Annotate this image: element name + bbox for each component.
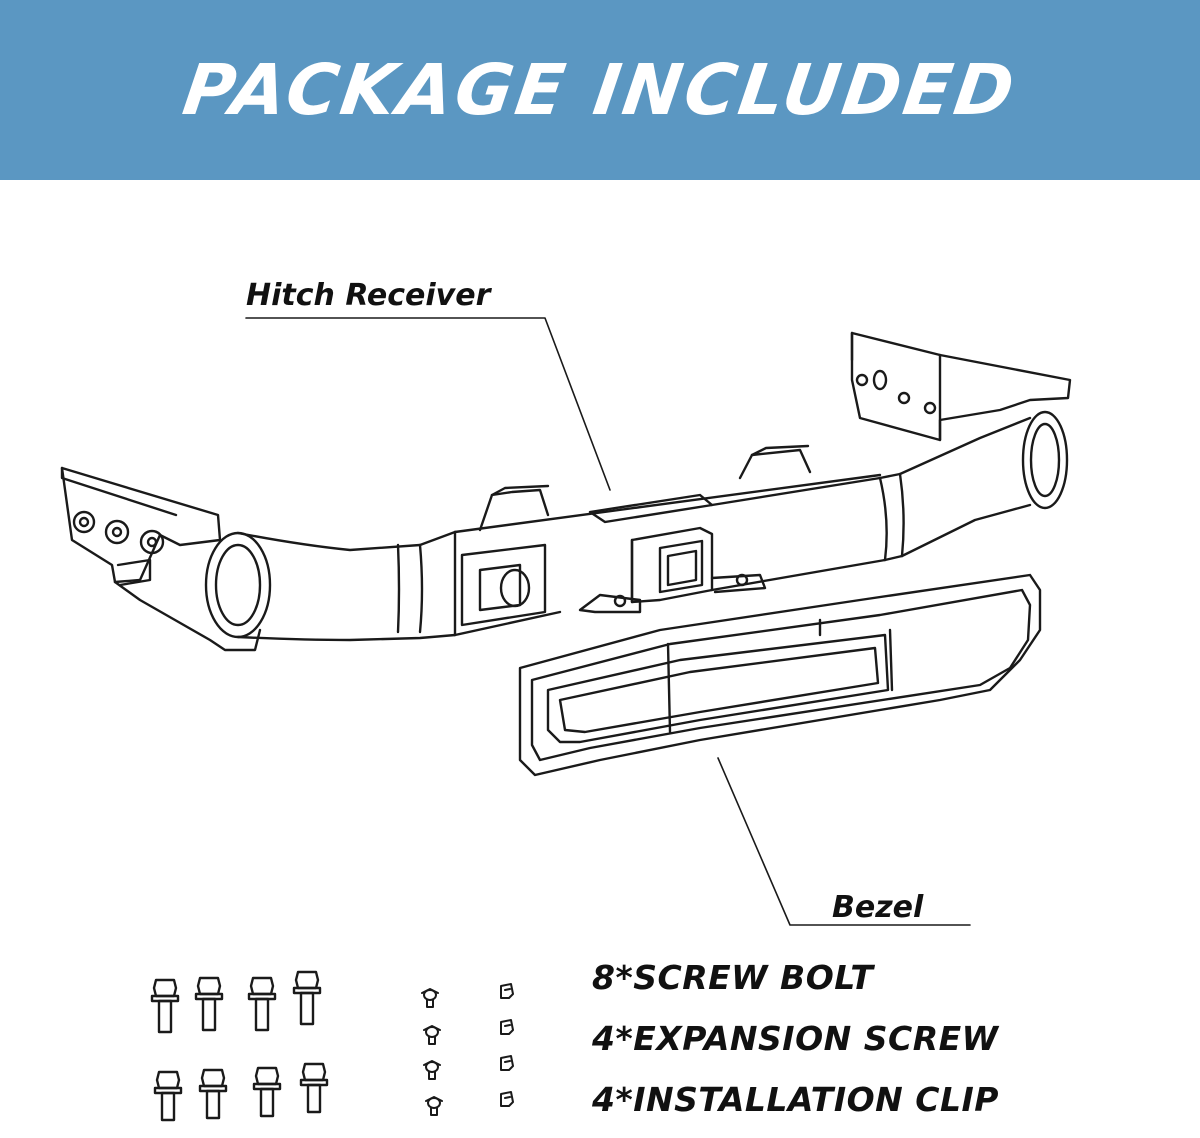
- hitch-receiver-drawing: [60, 317, 1072, 652]
- bezel-label: Bezel: [832, 890, 924, 925]
- parts-list: 8*SCREW BOLT 4*EXPANSION SCREW 4*INSTALL…: [592, 955, 999, 1138]
- installation-clip-icon: [500, 983, 514, 1107]
- header-banner: PACKAGE INCLUDED: [0, 0, 1200, 180]
- hitch-receiver-label: Hitch Receiver: [246, 278, 491, 313]
- expansion-screw-icon: [421, 988, 443, 1116]
- page-title: PACKAGE INCLUDED: [178, 49, 1022, 131]
- part-expansion-screw: 4*EXPANSION SCREW: [592, 1019, 999, 1058]
- screw-bolt-icon: [150, 970, 329, 1122]
- bezel-drawing: [518, 573, 1042, 926]
- part-screw-bolt: 8*SCREW BOLT: [592, 958, 874, 997]
- part-installation-clip: 4*INSTALLATION CLIP: [592, 1080, 999, 1119]
- product-drawing: [60, 317, 1072, 1122]
